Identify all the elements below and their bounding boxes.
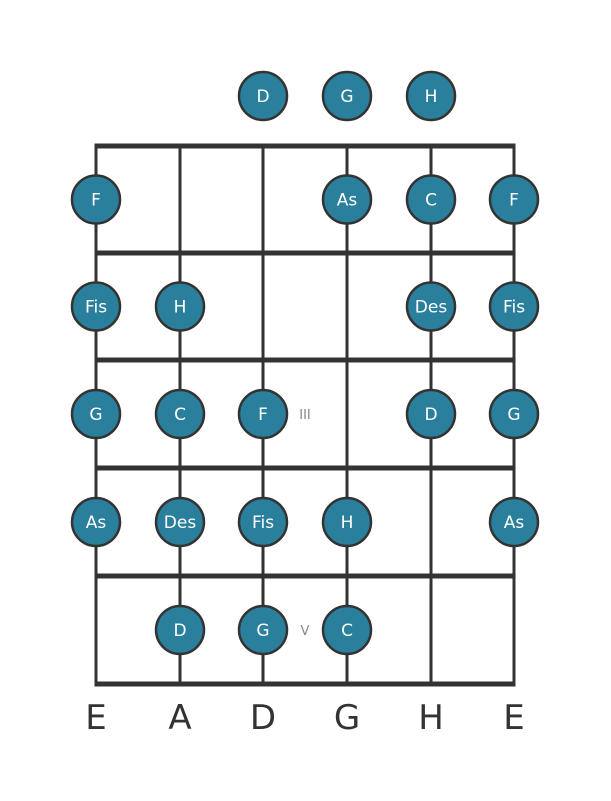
- note-label: D: [173, 621, 186, 641]
- note-circle: [488, 496, 540, 548]
- string-name: E: [85, 698, 106, 738]
- note-label: H: [174, 298, 187, 318]
- note-label: Fis: [252, 513, 274, 533]
- fret-marker: III: [299, 408, 311, 423]
- note-label: D: [424, 405, 437, 425]
- note-label: C: [341, 621, 353, 641]
- note-circle: [154, 388, 206, 440]
- note-label: Fis: [85, 298, 107, 318]
- note-label: G: [89, 405, 102, 425]
- string-name: E: [503, 698, 524, 738]
- note-circle: [405, 281, 457, 332]
- note-circle: [405, 70, 457, 122]
- note-label: D: [256, 87, 269, 107]
- note-label: Fis: [503, 298, 525, 318]
- fret-marker: V: [301, 624, 310, 639]
- note-circle: [488, 281, 540, 332]
- string-name: H: [418, 698, 444, 738]
- note-circle: [488, 174, 540, 225]
- note-label: F: [509, 191, 519, 211]
- note-label: G: [256, 621, 269, 641]
- note-circle: [154, 281, 206, 332]
- note-label: Des: [164, 513, 197, 533]
- string-name: A: [168, 698, 191, 738]
- note-circle: [321, 496, 373, 548]
- note-circle: [237, 496, 289, 548]
- note-circle: [154, 604, 206, 656]
- note-circle: [70, 496, 122, 548]
- note-circle: [237, 388, 289, 440]
- note-circle: [70, 174, 122, 225]
- note-label: H: [425, 87, 438, 107]
- note-circle: [154, 496, 206, 548]
- note-circle: [405, 174, 457, 225]
- note-label: G: [340, 87, 353, 107]
- note-label: C: [174, 405, 186, 425]
- note-circle: [70, 281, 122, 332]
- note-circle: [321, 604, 373, 656]
- note-circle: [405, 388, 457, 440]
- note-circle: [321, 70, 373, 122]
- note-circle: [237, 604, 289, 656]
- note-label: H: [341, 513, 354, 533]
- note-label: F: [91, 191, 101, 211]
- note-circle: [237, 70, 289, 122]
- note-label: C: [425, 191, 437, 211]
- string-name: G: [334, 698, 360, 738]
- note-label: Des: [415, 298, 448, 318]
- note-label: F: [258, 405, 268, 425]
- string-name: D: [250, 698, 276, 738]
- note-label: As: [337, 191, 358, 211]
- note-label: G: [507, 405, 520, 425]
- note-circle: [488, 388, 540, 440]
- note-circle: [321, 174, 373, 225]
- note-label: As: [86, 513, 107, 533]
- note-label: As: [504, 513, 525, 533]
- note-circle: [70, 388, 122, 440]
